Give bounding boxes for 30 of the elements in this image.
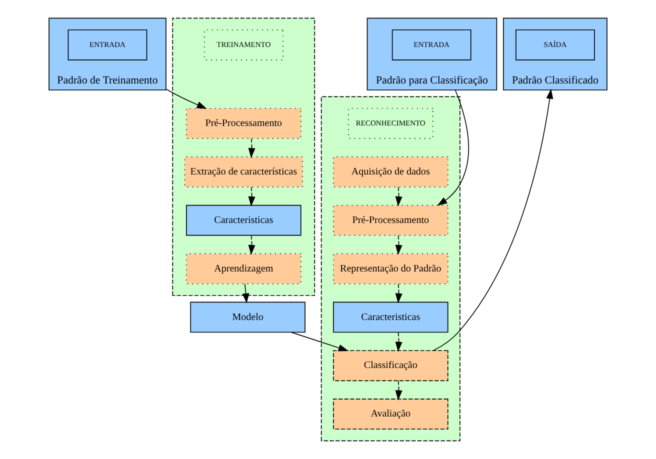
node-box: Caracteristicas bbox=[333, 302, 448, 333]
node-box: Extração de características bbox=[184, 156, 303, 188]
arrow bbox=[248, 235, 256, 255]
node-box: Modelo bbox=[190, 302, 306, 333]
node-box: RECONHECIMENTO bbox=[348, 108, 434, 139]
node-box: Caracteristicas bbox=[186, 204, 302, 236]
arrow bbox=[395, 380, 402, 400]
node-box: TREINAMENTO bbox=[204, 29, 284, 60]
node-box: Classificação bbox=[333, 350, 448, 382]
arrow bbox=[291, 332, 348, 352]
node-box: Aquisição de dados bbox=[333, 156, 448, 188]
arrow bbox=[437, 90, 470, 206]
arrow bbox=[395, 332, 402, 352]
node-box: Avaliação bbox=[333, 398, 448, 430]
arrow bbox=[395, 186, 402, 207]
cluster bbox=[320, 96, 460, 442]
node-box: Pré-Processamento bbox=[186, 108, 302, 139]
arrow bbox=[242, 283, 250, 304]
node-box: ENTRADA bbox=[68, 29, 148, 60]
node-box: SAÍDA bbox=[516, 29, 595, 60]
arrow bbox=[166, 88, 207, 109]
node-box: Representação do Padrão bbox=[333, 253, 448, 284]
arrow bbox=[248, 138, 256, 158]
node-box: Pré-Processamento bbox=[333, 204, 448, 236]
arrow bbox=[395, 235, 402, 255]
arrow bbox=[433, 88, 554, 351]
arrow bbox=[395, 283, 402, 304]
node-box: Aprendizagem bbox=[186, 253, 302, 284]
node-box: ENTRADA bbox=[392, 29, 472, 60]
arrow bbox=[248, 186, 256, 207]
